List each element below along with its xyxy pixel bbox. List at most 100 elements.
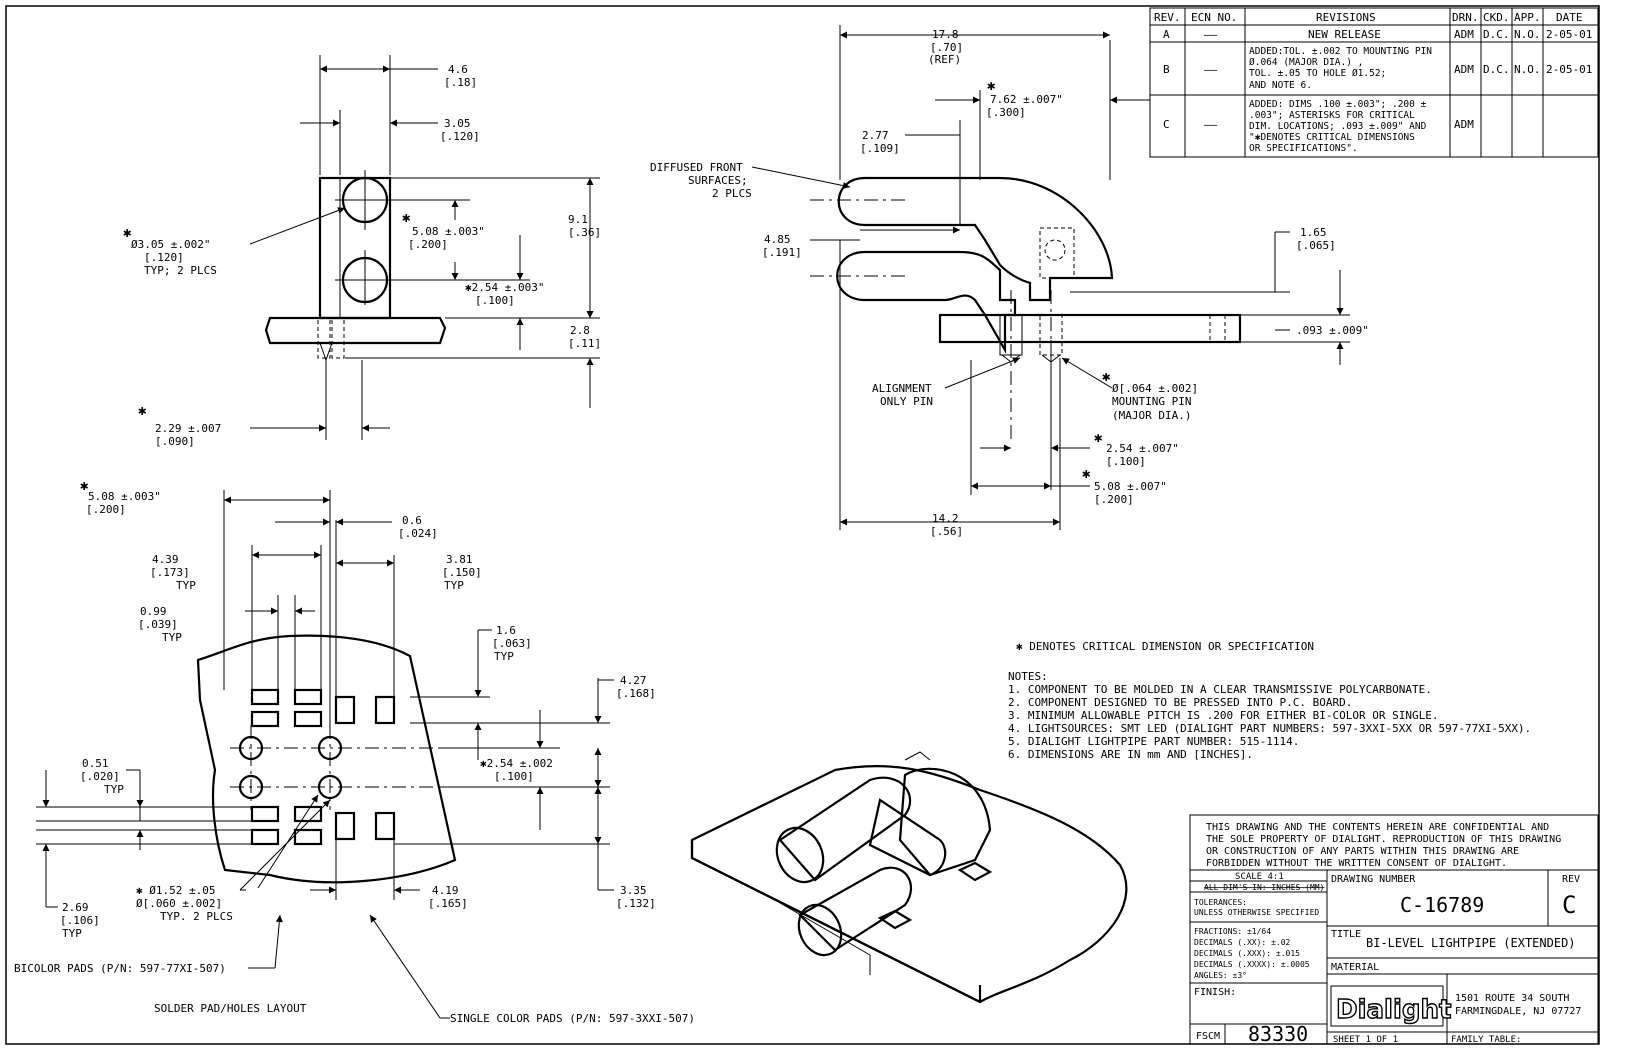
rev-c-letter: C xyxy=(1163,118,1170,131)
confidential-line-4: FORBIDDEN WITHOUT THE WRITTEN CONSENT OF… xyxy=(1206,858,1507,869)
dim-17-8-ref: (REF) xyxy=(928,53,961,66)
confidential-line-1: THIS DRAWING AND THE CONTENTS HEREIN ARE… xyxy=(1206,822,1549,833)
dim-9-1-value: 9.1 xyxy=(568,213,588,226)
rev-header-rev: REV. xyxy=(1154,11,1181,24)
tolerances-line-2: UNLESS OTHERWISE SPECIFIED xyxy=(1194,908,1319,917)
rev-a-app: N.O. xyxy=(1514,28,1541,41)
pad-dim-06-inch: [.024] xyxy=(398,527,438,540)
confidential-line-2: THE SOLE PROPERTY OF DIALIGHT. REPRODUCT… xyxy=(1206,834,1561,845)
pad-dim-269-value: 2.69 xyxy=(62,901,89,914)
family-table: FAMILY TABLE: xyxy=(1451,1035,1521,1045)
rev-a-letter: A xyxy=(1163,28,1170,41)
front-view: 4.6 [.18] 3.05 [.120] 9.1 [.36] 2.8 [.11… xyxy=(123,55,601,448)
rev-a-ecn: —— xyxy=(1204,28,1218,41)
dim-dia305-note: TYP; 2 PLCS xyxy=(144,264,217,277)
pad-dim-16-typ: TYP xyxy=(494,650,514,663)
dim-508-star: ✱ xyxy=(402,210,411,226)
dim-3-05-inch: [.120] xyxy=(440,130,480,143)
dim-508-value: 5.08 ±.003" xyxy=(412,225,485,238)
pad-dim-508-inch: [.200] xyxy=(86,503,126,516)
tol-decimals-4: DECIMALS (.XXXX): ±.0005 xyxy=(1194,960,1310,969)
dim-762-value: 7.62 ±.007" xyxy=(990,93,1063,106)
pad-dim-335-inch: [.132] xyxy=(616,897,656,910)
dim-17-8-value: 17.8 xyxy=(932,28,959,41)
dialight-logo: Dialight xyxy=(1330,985,1452,1027)
note-2: 2. COMPONENT DESIGNED TO BE PRESSED INTO… xyxy=(1008,696,1352,709)
side-view: 17.8 [.70] (REF) ✱ 7.62 ±.007" [.300] 2.… xyxy=(650,25,1369,538)
notes: ✱ DENOTES CRITICAL DIMENSION OR SPECIFIC… xyxy=(1008,640,1531,761)
rev-c-desc-5: OR SPECIFICATIONS". xyxy=(1249,143,1358,154)
rev-b-letter: B xyxy=(1163,63,1170,76)
dim-508b-inch: [.200] xyxy=(1094,493,1134,506)
rev-header-revisions: REVISIONS xyxy=(1316,11,1376,24)
pad-dim-439-inch: [.173] xyxy=(150,566,190,579)
mounting-line-3: (MAJOR DIA.) xyxy=(1112,409,1191,422)
bicolor-pads-label: BICOLOR PADS (P/N: 597-77XI-507) xyxy=(14,962,226,975)
dim-142-inch: [.56] xyxy=(930,525,963,538)
pad-dim-16-value: 1.6 xyxy=(496,624,516,637)
sheet-info: SHEET 1 OF 1 xyxy=(1333,1035,1398,1045)
rev-value: C xyxy=(1562,891,1576,919)
note-5: 5. DIALIGHT LIGHTPIPE PART NUMBER: 515-1… xyxy=(1008,735,1299,748)
dim-3-05-value: 3.05 xyxy=(444,117,471,130)
dim-762-star: ✱ xyxy=(987,78,996,94)
dim-254-value: ✱2.54 ±.003" xyxy=(465,281,544,294)
dim-229-value: 2.29 ±.007 xyxy=(155,422,221,435)
rev-c-drn: ADM xyxy=(1454,118,1474,131)
pad-dim-381-inch: [.150] xyxy=(442,566,482,579)
pad-dim-hole-inch: Ø[.060 ±.002] xyxy=(136,897,222,910)
tolerances-line-1: TOLERANCES: xyxy=(1194,898,1247,907)
dim-508-inch: [.200] xyxy=(408,238,448,251)
mounting-line-1: Ø[.064 ±.002] xyxy=(1112,382,1198,395)
dim-254b-value: 2.54 ±.007" xyxy=(1106,442,1179,455)
pad-dim-335-value: 3.35 xyxy=(620,884,647,897)
pad-dim-419-inch: [.165] xyxy=(428,897,468,910)
tol-decimals-2: DECIMALS (.XX): ±.02 xyxy=(1194,938,1291,947)
pad-dim-099-value: 0.99 xyxy=(140,605,167,618)
rev-c-desc-1: ADDED: DIMS .100 ±.003"; .200 ± xyxy=(1249,99,1427,110)
dim-9-1-inch: [.36] xyxy=(568,226,601,239)
dim-165-inch: [.065] xyxy=(1296,239,1336,252)
pad-dim-269-typ: TYP xyxy=(62,927,82,940)
pad-dim-hole-note: TYP. 2 PLCS xyxy=(160,910,233,923)
dim-485-inch: [.191] xyxy=(762,246,802,259)
notes-heading: NOTES: xyxy=(1008,670,1048,683)
note-1: 1. COMPONENT TO BE MOLDED IN A CLEAR TRA… xyxy=(1008,683,1432,696)
fscm-number: 83330 xyxy=(1248,1022,1308,1046)
pad-dim-16-inch: [.063] xyxy=(492,637,532,650)
pad-dim-508-star: ✱ xyxy=(80,478,89,494)
dim-dia305-star: ✱ xyxy=(123,225,132,241)
rev-header-ckd: CKD. xyxy=(1483,11,1510,24)
dim-485-value: 4.85 xyxy=(764,233,791,246)
dim-4-6-value: 4.6 xyxy=(448,63,468,76)
note-3: 3. MINIMUM ALLOWABLE PITCH IS .200 FOR E… xyxy=(1008,709,1438,722)
rev-c-desc-3: DIM. LOCATIONS; .093 ±.009" AND xyxy=(1249,121,1427,132)
pad-dim-419-value: 4.19 xyxy=(432,884,459,897)
dim-508b-value: 5.08 ±.007" xyxy=(1094,480,1167,493)
pad-dim-254-value: ✱2.54 ±.002 xyxy=(480,757,553,770)
pad-layout: ✱ 5.08 ±.003" [.200] 0.6 [.024] 4.39 [.1… xyxy=(14,478,695,1025)
pad-dim-06-value: 0.6 xyxy=(402,514,422,527)
dim-dia305-inch: [.120] xyxy=(144,251,184,264)
dim-277-inch: [.109] xyxy=(860,142,900,155)
rev-header-ecn: ECN NO. xyxy=(1191,11,1237,24)
pad-dim-254-inch: [.100] xyxy=(494,770,534,783)
diffused-line-3: 2 PLCS xyxy=(712,187,752,200)
pad-dim-099-typ: TYP xyxy=(162,631,182,644)
rev-header-date: DATE xyxy=(1556,11,1583,24)
critical-note: ✱ DENOTES CRITICAL DIMENSION OR SPECIFIC… xyxy=(1016,640,1314,653)
dim-093-value: .093 ±.009" xyxy=(1296,324,1369,337)
tol-fractions: FRACTIONS: ±1/64 xyxy=(1194,927,1271,936)
drawing-number: C-16789 xyxy=(1400,893,1484,917)
dim-142-value: 14.2 xyxy=(932,512,959,525)
pad-dim-hole-value: ✱ Ø1.52 ±.05 xyxy=(136,884,215,897)
pad-dim-381-value: 3.81 xyxy=(446,553,473,566)
material-label: MATERIAL xyxy=(1331,962,1379,973)
dim-508b-star: ✱ xyxy=(1082,466,1091,482)
dim-165-value: 1.65 xyxy=(1300,226,1327,239)
pad-dim-508-value: 5.08 ±.003" xyxy=(88,490,161,503)
rev-b-desc-1: ADDED:TOL. ±.002 TO MOUNTING PIN xyxy=(1249,46,1432,57)
dim-2-8-inch: [.11] xyxy=(568,337,601,350)
mounting-star: ✱ xyxy=(1102,369,1111,385)
